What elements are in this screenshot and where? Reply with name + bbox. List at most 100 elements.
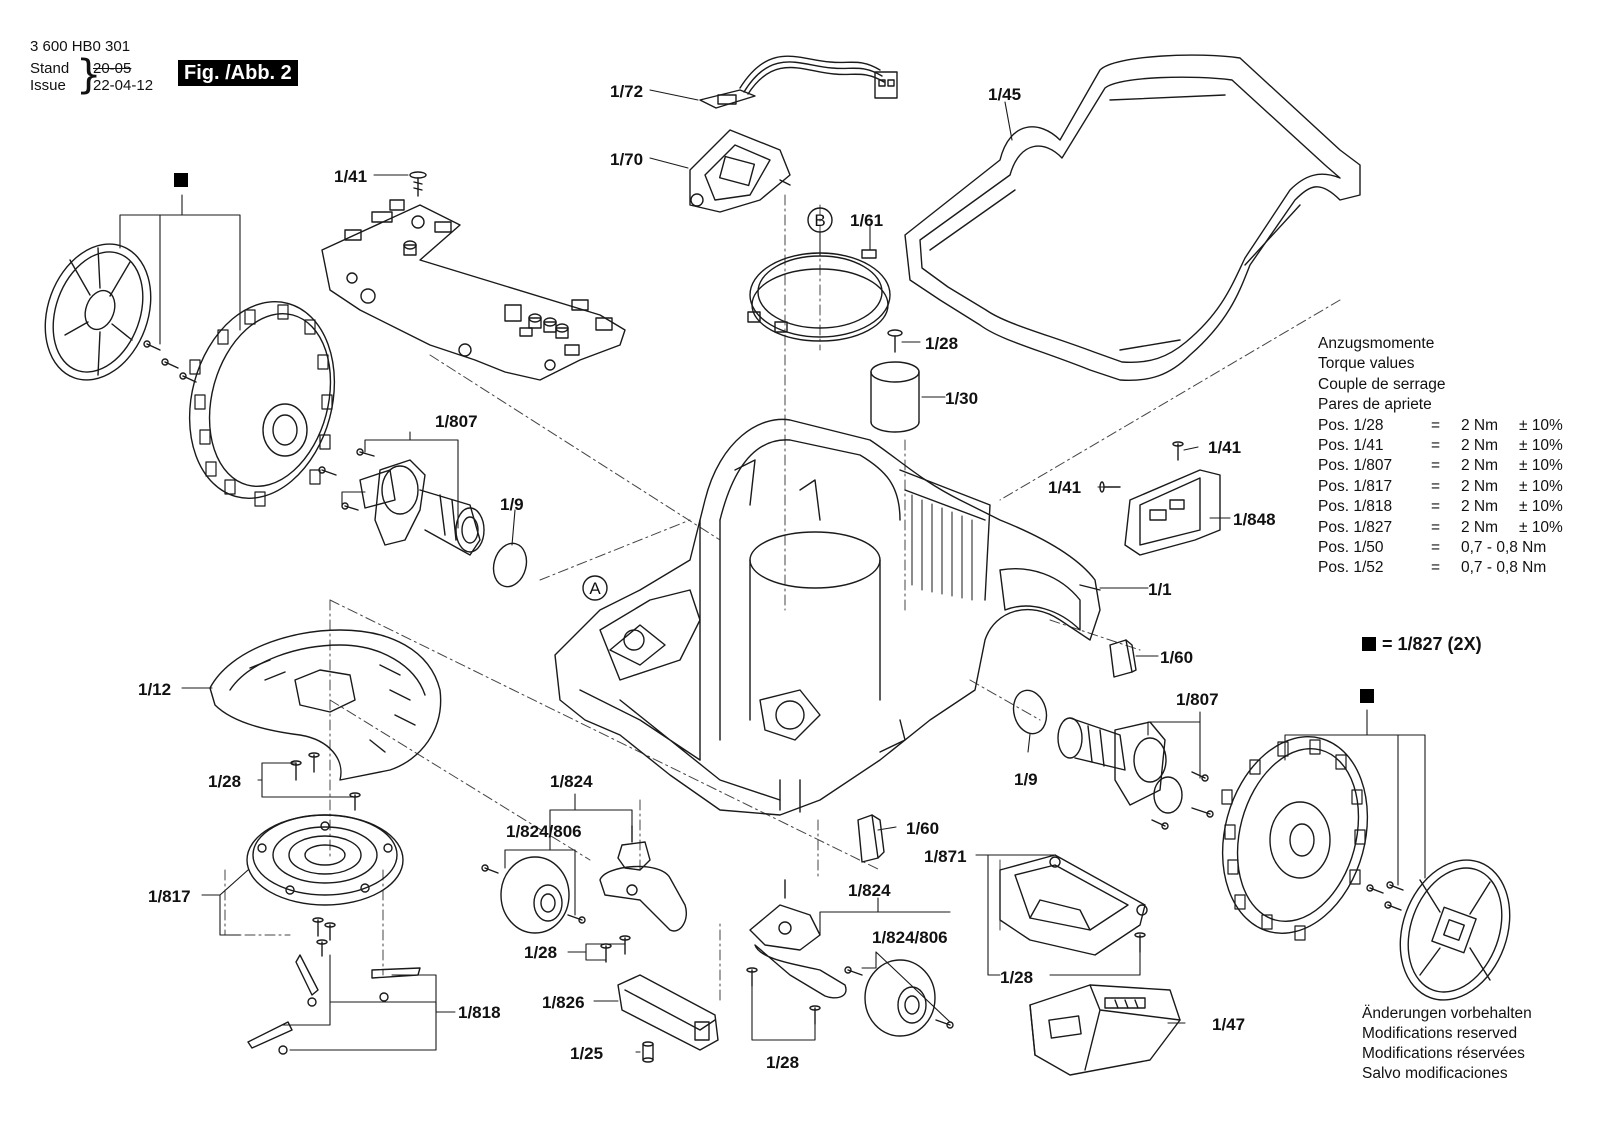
callout-1-45: 1/45	[988, 85, 1021, 104]
torque-pos: Pos. 1/41	[1318, 437, 1384, 455]
part-1-871-battery-holder	[999, 854, 1148, 956]
legend-text: = 1/827 (2X)	[1382, 634, 1482, 654]
part-1-848-module	[1124, 469, 1221, 556]
callout-1-824-806-left: 1/824/806	[506, 822, 582, 841]
callout-1-28-top: 1/28	[925, 334, 958, 353]
torque-eq: =	[1431, 437, 1441, 455]
part-1-47-battery-pack	[1029, 984, 1181, 1076]
part-1-824-left-caster	[599, 825, 687, 932]
torque-title-en: Torque values	[1318, 355, 1415, 373]
part-1-824-806-right-wheel	[844, 959, 954, 1037]
callout-1-848: 1/848	[1233, 510, 1276, 529]
part-1-12-blade-guard	[209, 629, 442, 781]
torque-val: 2 Nm	[1461, 437, 1499, 455]
torque-row: Pos. 1/28=2 Nm± 10%	[1318, 416, 1563, 436]
torque-pos: Pos. 1/28	[1318, 416, 1384, 434]
left-hub-cap	[44, 243, 152, 381]
torque-eq: =	[1431, 477, 1441, 495]
torque-row: Pos. 1/41 = 2 Nm ± 10%	[1318, 436, 1563, 456]
part-1-818-blades	[247, 917, 421, 1055]
callout-1-28-left: 1/28	[208, 772, 241, 791]
callout-1-41-top: 1/41	[334, 167, 367, 186]
part-1-824-right-caster	[749, 879, 847, 999]
part-1-41-screws-right	[1099, 441, 1184, 493]
square-marker-icon	[1360, 689, 1374, 703]
torque-pos: Pos. 1/817	[1318, 477, 1393, 495]
torque-val: 0,7 - 0,8 Nm	[1461, 559, 1547, 577]
part-1-70-display-housing	[689, 129, 791, 213]
callout-1-47: 1/47	[1212, 1015, 1245, 1034]
part-1-807-left-motor	[318, 448, 485, 556]
torque-title-de: Anzugsmomente	[1318, 335, 1435, 352]
callout-a: A	[589, 579, 601, 598]
right-drive-wheel	[1221, 736, 1369, 941]
callout-1-61: 1/61	[850, 211, 883, 230]
torque-eq: =	[1431, 518, 1441, 536]
torque-val: 2 Nm	[1461, 498, 1499, 516]
torque-eq: =	[1431, 498, 1441, 516]
part-1-824-806-left-wheel	[481, 856, 586, 934]
part-1-61-ring	[747, 249, 891, 342]
stand-label: Stand	[30, 60, 70, 77]
stand-date: 20-05	[93, 60, 132, 77]
torque-values-table: Anzugsmomente Torque values Couple de se…	[1318, 334, 1563, 579]
modifications-es: Salvo modificaciones	[1362, 1065, 1508, 1082]
torque-row: Pos. 1/818=2 Nm± 10%	[1318, 497, 1563, 517]
brace-icon: }	[76, 52, 102, 98]
torque-eq: =	[1431, 416, 1441, 434]
callout-1-807-right: 1/807	[1176, 690, 1219, 709]
callout-1-1: 1/1	[1148, 580, 1172, 599]
part-1-72-wire-harness	[699, 55, 898, 109]
part-1-28-center-left-screws	[600, 935, 631, 963]
issue-date: 22-04-12	[93, 77, 154, 94]
torque-title-fr: Couple de serrage	[1318, 375, 1446, 393]
torque-val: 0,7 - 0,8 Nm	[1461, 539, 1547, 557]
callout-1-25: 1/25	[570, 1044, 603, 1063]
document-number: 3 600 HB0 301	[30, 38, 131, 55]
torque-tol: ± 10%	[1519, 416, 1563, 434]
torque-tol: ± 10%	[1519, 437, 1563, 455]
callout-b: B	[814, 211, 825, 230]
modifications-fr: Modifications réservées	[1362, 1045, 1525, 1062]
callout-1-9-left: 1/9	[500, 495, 524, 514]
torque-tol: ± 10%	[1519, 518, 1563, 536]
part-1-60-clip-right	[1109, 639, 1137, 678]
callout-1-41-right-b: 1/41	[1048, 478, 1081, 497]
torque-val: 2 Nm	[1461, 518, 1499, 536]
torque-tol: ± 10%	[1519, 477, 1563, 495]
callout-1-30: 1/30	[945, 389, 978, 408]
part-1-1-chassis	[554, 418, 1101, 816]
torque-pos: Pos. 1/807	[1318, 457, 1393, 475]
part-1-9-right-ring	[1012, 689, 1048, 735]
issue-label: Issue	[30, 77, 66, 94]
legend-square-marker: = 1/827 (2X)	[1362, 634, 1482, 655]
torque-row: Pos. 1/817=2 Nm± 10%	[1318, 477, 1563, 497]
figure-label: Fig. /Abb. 2	[178, 60, 298, 86]
part-1-41-screw-top	[409, 171, 427, 197]
torque-row: Pos. 1/827=2 Nm± 10%	[1318, 518, 1563, 538]
callout-1-824-right: 1/824	[848, 881, 891, 900]
callout-1-9-right: 1/9	[1014, 770, 1038, 789]
callout-1-807-left: 1/807	[435, 412, 478, 431]
left-wheel-screws	[143, 340, 197, 383]
part-1-817-blade-disc	[246, 814, 404, 906]
callout-1-70: 1/70	[610, 150, 643, 169]
callout-1-826: 1/826	[542, 993, 585, 1012]
part-1-28-left-screws	[290, 752, 361, 811]
torque-pos: Pos. 1/818	[1318, 498, 1393, 516]
callout-1-824-806-right: 1/824/806	[872, 928, 948, 947]
torque-eq: =	[1431, 559, 1441, 577]
callout-1-818: 1/818	[458, 1003, 501, 1022]
callout-leader-lines	[119, 89, 1426, 1053]
callout-1-824-left: 1/824	[550, 772, 593, 791]
right-hub-cap	[1399, 859, 1511, 1001]
part-1-45-bumper-frame	[904, 54, 1361, 382]
assembly-guide-lines	[224, 194, 1341, 1001]
torque-val: 2 Nm	[1461, 457, 1499, 475]
callout-1-60-center: 1/60	[906, 819, 939, 838]
part-1-30-damper	[870, 361, 920, 433]
part-1-807-right-motor	[1057, 717, 1214, 830]
modifications-note: Änderungen vorbehalten Modifications res…	[1362, 1004, 1532, 1084]
left-drive-wheel	[188, 301, 336, 507]
